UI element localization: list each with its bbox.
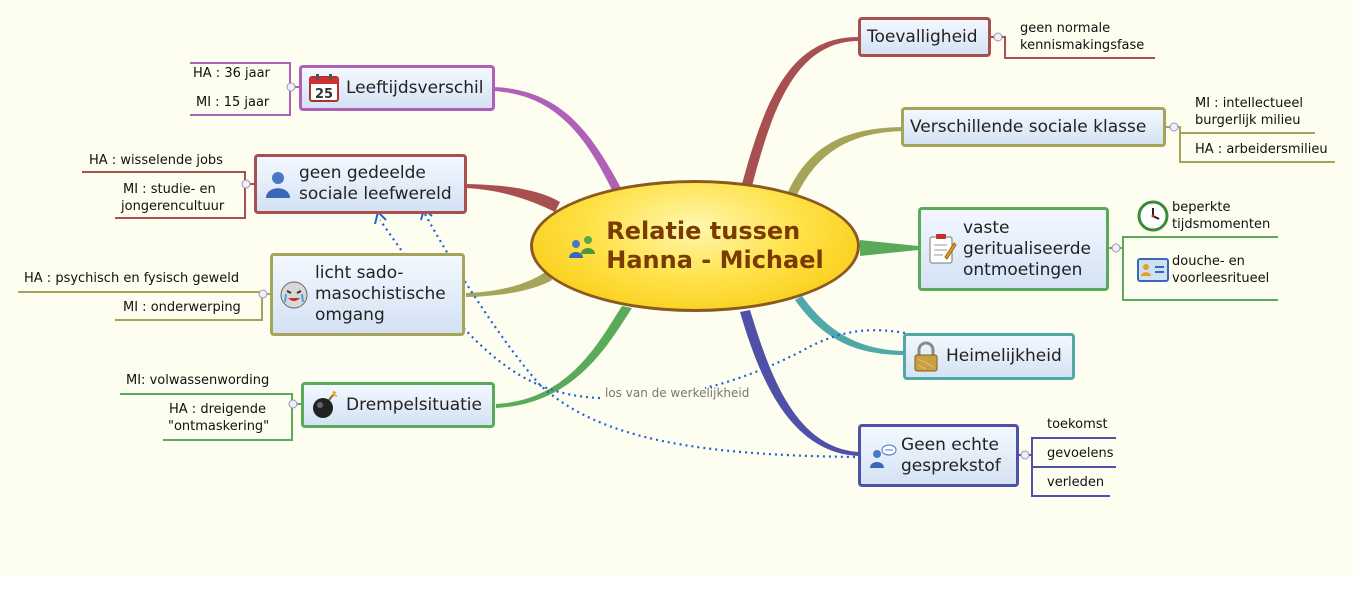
topic-label-line-1: geen gedeelde bbox=[299, 163, 426, 183]
leaf-klasse-mi-line-1[interactable]: MI : intellectueel bbox=[1195, 96, 1303, 111]
topic-label: Leeftijdsverschil bbox=[346, 77, 484, 98]
users-chat-icon bbox=[867, 442, 897, 470]
topic-label: Verschillende sociale klasse bbox=[910, 116, 1147, 137]
central-title-line-2: Hanna - Michael bbox=[606, 246, 824, 274]
leaf-leefwereld-mi-line-2[interactable]: jongerencultuur bbox=[121, 199, 225, 214]
topic-toevalligheid[interactable]: Toevalligheid bbox=[858, 17, 991, 57]
branch-toeval bbox=[742, 37, 858, 186]
topic-label-line-3: ontmoetingen bbox=[963, 259, 1083, 280]
topic-label-line-2: geritualiseerde bbox=[963, 238, 1091, 259]
topic-label: Toevalligheid bbox=[867, 26, 978, 47]
branch-leeftijd bbox=[494, 87, 622, 190]
topic-drempelsituatie[interactable]: Drempelsituatie bbox=[301, 382, 495, 428]
central-topic[interactable]: Relatie tussen Hanna - Michael bbox=[530, 180, 860, 312]
branch-klasse bbox=[788, 127, 902, 195]
leaf-leeftijd-mi[interactable]: MI : 15 jaar bbox=[196, 95, 270, 110]
branch-leefwereld bbox=[466, 184, 560, 212]
id-card-icon bbox=[1137, 258, 1169, 286]
topic-label-line-1: Geen echte bbox=[901, 434, 999, 455]
connector-layer bbox=[18, 32, 1335, 497]
leaf-sado-ha[interactable]: HA : psychisch en fysisch geweld bbox=[24, 271, 240, 286]
leaf-gesprek-gevoelens[interactable]: gevoelens bbox=[1047, 446, 1114, 461]
topic-label-line-1: vaste bbox=[963, 217, 1010, 238]
topic-leeftijdsverschil[interactable]: 25 Leeftijdsverschil bbox=[299, 65, 495, 111]
leaf-drempel-mi[interactable]: MI: volwassenwording bbox=[126, 373, 270, 388]
topic-sado-masochistische-omgang[interactable]: licht sado- masochistische omgang bbox=[270, 253, 465, 336]
branch-sado bbox=[466, 270, 552, 297]
topic-label: Drempelsituatie bbox=[346, 394, 482, 415]
leaf-drempel-ha-line-2[interactable]: "ontmaskering" bbox=[168, 419, 270, 434]
leaf-leefwereld-ha[interactable]: HA : wisselende jobs bbox=[89, 153, 223, 168]
topic-geen-echte-gesprekstof[interactable]: Geen echte gesprekstof bbox=[858, 424, 1019, 487]
calendar-day: 25 bbox=[315, 87, 333, 102]
topic-heimelijkheid[interactable]: Heimelijkheid bbox=[903, 333, 1075, 380]
leaf-drempel-ha-line-1[interactable]: HA : dreigende bbox=[169, 402, 266, 417]
relationship-label[interactable]: los van de werkelijkheid bbox=[605, 386, 750, 400]
branch-heimelijk bbox=[795, 296, 904, 355]
topic-label: Heimelijkheid bbox=[946, 346, 1062, 366]
leaf-vaste-ritueel-line-2[interactable]: voorleesritueel bbox=[1172, 271, 1270, 286]
branch-vaste bbox=[860, 240, 918, 256]
leaf-leefwereld-mi-line-1[interactable]: MI : studie- en bbox=[123, 182, 216, 197]
leaf-vaste-tijd-line-1[interactable]: beperkte bbox=[1172, 200, 1231, 215]
topic-verschillende-sociale-klasse[interactable]: Verschillende sociale klasse bbox=[901, 107, 1166, 147]
user-icon bbox=[263, 169, 293, 199]
leaf-klasse-mi-line-2[interactable]: burgerlijk milieu bbox=[1195, 113, 1301, 128]
leaf-toeval-line-1[interactable]: geen normale bbox=[1020, 21, 1111, 36]
topic-label-line-1: licht sado- bbox=[315, 263, 404, 283]
topic-label-line-2: masochistische bbox=[315, 284, 446, 304]
topic-label-line-3: omgang bbox=[315, 305, 385, 325]
leaf-vaste-tijd-line-2[interactable]: tijdsmomenten bbox=[1172, 217, 1271, 232]
topic-label-line-2: gesprekstof bbox=[901, 455, 1001, 476]
calendar-icon: 25 bbox=[308, 73, 340, 103]
branch-gesprek bbox=[740, 310, 858, 456]
leaf-leeftijd-ha[interactable]: HA : 36 jaar bbox=[193, 66, 270, 81]
leaf-klasse-ha[interactable]: HA : arbeidersmilieu bbox=[1195, 142, 1328, 157]
group-users-icon bbox=[566, 232, 598, 260]
notepad-icon bbox=[927, 233, 957, 265]
central-title-line-1: Relatie tussen bbox=[606, 217, 801, 245]
leaf-sado-mi[interactable]: MI : onderwerping bbox=[123, 300, 241, 315]
mindmap-canvas: Relatie tussen Hanna - Michael 25 Leefti… bbox=[0, 0, 1353, 575]
topic-label-line-2: sociale leefwereld bbox=[299, 184, 452, 204]
leaf-vaste-ritueel-line-1[interactable]: douche- en bbox=[1172, 254, 1245, 269]
leaf-gesprek-verleden[interactable]: verleden bbox=[1047, 475, 1105, 490]
topic-vaste-ontmoetingen[interactable]: vaste geritualiseerde ontmoetingen bbox=[918, 207, 1109, 291]
bomb-icon bbox=[310, 390, 340, 420]
leaf-gesprek-toekomst[interactable]: toekomst bbox=[1047, 417, 1108, 432]
crying-face-icon bbox=[279, 280, 309, 310]
padlock-icon bbox=[912, 341, 940, 373]
clock-icon bbox=[1137, 200, 1169, 236]
topic-geen-gedeelde-leefwereld[interactable]: geen gedeelde sociale leefwereld bbox=[254, 154, 467, 214]
leaf-toeval-line-2[interactable]: kennismakingsfase bbox=[1020, 38, 1145, 53]
branch-drempel bbox=[496, 306, 632, 408]
